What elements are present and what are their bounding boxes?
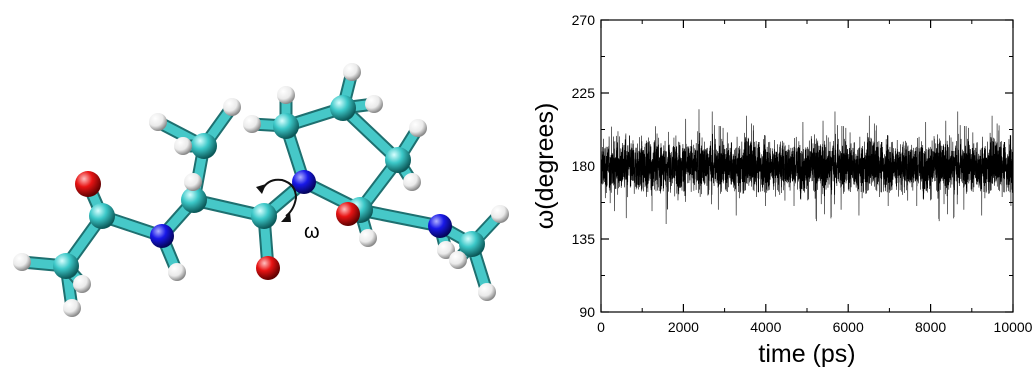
- y-axis-label: ω(degrees): [531, 103, 559, 230]
- axis-tick-labels: 0 2000 4000 6000 8000 10000 90 135 180 225 270: [572, 12, 1033, 335]
- hydrogen-atom: [73, 275, 91, 293]
- nitrogen-atom: [292, 170, 316, 194]
- y-tick-label: 90: [579, 304, 595, 320]
- hydrogen-atom: [491, 205, 509, 223]
- carbon-atom: [89, 203, 115, 229]
- x-tick-label: 6000: [833, 319, 864, 335]
- x-tick-label: 4000: [750, 319, 781, 335]
- oxygen-atom: [256, 256, 280, 280]
- nitrogen-atom: [150, 224, 174, 248]
- hydrogen-atom: [343, 63, 361, 81]
- hydrogen-atom: [13, 253, 31, 271]
- curved-double-arrow-icon: [256, 178, 298, 222]
- carbon-atom: [251, 203, 277, 229]
- y-tick-label: 270: [572, 12, 596, 28]
- carbon-atom: [330, 95, 356, 121]
- hydrogen-atom: [277, 86, 295, 104]
- hydrogen-atom: [184, 173, 202, 191]
- hydrogen-atom: [449, 251, 467, 269]
- omega-time-chart: 0 2000 4000 6000 8000 10000 90 135 180 225 270 tim…: [531, 12, 1033, 368]
- hydrogen-atom: [223, 98, 241, 116]
- hydrogen-atom: [174, 137, 192, 155]
- carbon-atom: [385, 147, 411, 173]
- hydrogen-atom: [149, 113, 167, 131]
- hydrogen-atom: [359, 229, 377, 247]
- carbon-atom: [53, 253, 79, 279]
- hydrogen-atom: [243, 115, 261, 133]
- omega-series-path: [600, 109, 1014, 225]
- hydrogen-atom: [437, 241, 455, 259]
- y-tick-label: 180: [572, 158, 596, 174]
- hydrogen-atom: [478, 283, 496, 301]
- y-tick-label: 135: [572, 231, 596, 247]
- omega-label: ω: [304, 221, 320, 243]
- molecule-atoms: [13, 63, 509, 317]
- hydrogen-atom: [403, 173, 421, 191]
- bond-highlight: [355, 205, 445, 231]
- x-tick-label: 0: [597, 319, 605, 335]
- x-tick-label: 2000: [668, 319, 699, 335]
- nitrogen-atom: [428, 214, 452, 238]
- x-axis-label: time (ps): [758, 340, 855, 368]
- y-tick-label: 225: [572, 85, 596, 101]
- omega-series-line: [600, 109, 1014, 225]
- hydrogen-atom: [63, 299, 81, 317]
- x-tick-label: 8000: [915, 319, 946, 335]
- oxygen-atom: [75, 171, 101, 197]
- hydrogen-atom: [409, 119, 427, 137]
- oxygen-atom: [336, 202, 360, 226]
- hydrogen-atom: [365, 95, 383, 113]
- carbon-atom: [181, 187, 207, 213]
- carbon-atom: [459, 231, 485, 257]
- x-tick-label: 10000: [994, 319, 1033, 335]
- dipeptide-molecule: ω: [13, 63, 509, 317]
- hydrogen-atom: [168, 263, 186, 281]
- carbon-atom: [191, 133, 217, 159]
- axis-ticks: [600, 19, 1014, 313]
- carbon-atom: [273, 113, 299, 139]
